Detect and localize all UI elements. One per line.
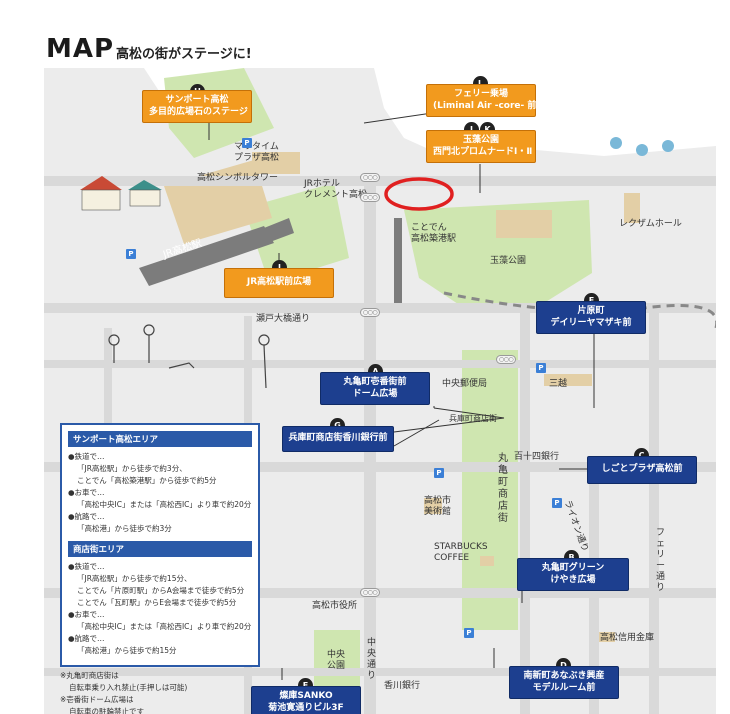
label-hyogomachi: 兵庫町商店街 xyxy=(449,414,497,423)
area1-line: ●航路で… xyxy=(68,512,105,521)
venue-l[interactable]: フェリー乗場 (Liminal Air -core- 前) xyxy=(426,84,541,118)
venue-g[interactable]: 兵庫町商店街香川銀行前 xyxy=(282,426,394,452)
venue-jk[interactable]: 玉藻公園 西門北プロムナードⅠ・Ⅱ xyxy=(426,130,536,164)
area2-title: 商店街エリア xyxy=(68,541,252,557)
page-subtitle: 高松の街がステージに! xyxy=(116,47,252,62)
label-kotoden: ことでん 高松築港駅 xyxy=(411,223,457,244)
area2-line: ●航路で… xyxy=(68,634,105,643)
label-shinkin: 高松信用金庫 xyxy=(600,633,655,643)
venue-d[interactable]: 南新町あなぶき興産 モデルルーム前 xyxy=(509,666,619,700)
label-museum: 高松市 美術館 xyxy=(424,496,452,517)
area2-line: ●お車で… xyxy=(68,610,105,619)
venue-c[interactable]: しごとプラザ高松前 xyxy=(587,456,697,484)
parking-icon: P xyxy=(242,138,252,148)
area2-line: ●鉄道で… xyxy=(68,562,105,571)
label-mitsukoshi: 三越 xyxy=(549,379,568,389)
area1-line: 「JR高松駅」から徒歩で約3分、 xyxy=(77,464,187,473)
parking-icon: P xyxy=(536,363,546,373)
area2-line: 「JR高松駅」から徒歩で約15分、 xyxy=(77,574,192,583)
bus-stop-icon: ○○○ xyxy=(360,173,380,182)
area1-line: 「高松中央IC」または「高松西IC」より車で約20分 xyxy=(77,500,252,509)
label-marugame-street: 丸亀町商店街 xyxy=(498,453,508,524)
venue-i[interactable]: JR高松駅前広場 xyxy=(224,268,334,298)
label-rexam: レクザムホール xyxy=(619,219,682,229)
venue-b[interactable]: 丸亀町グリーン けやき広場 xyxy=(517,558,629,592)
label-jr-hotel: JRホテル クレメント高松 xyxy=(304,179,368,200)
parking-icon: P xyxy=(552,498,562,508)
area1-line: 「高松港」から徒歩で約3分 xyxy=(77,524,172,533)
label-symbol-tower: 高松シンボルタワー xyxy=(197,173,279,183)
label-ferry-street: フェリー通り xyxy=(656,528,666,593)
bus-stop-icon: ○○○ xyxy=(360,308,380,317)
footnote: 自転車の駐輪禁止です xyxy=(69,707,144,714)
label-post-office: 中央郵便局 xyxy=(442,379,488,389)
parking-icon: P xyxy=(464,628,474,638)
venue-e[interactable]: 燦庫SANKO 菊池寛通りビル3F xyxy=(251,686,361,714)
label-kagawa-bank: 香川銀行 xyxy=(384,681,421,691)
venue-h[interactable]: サンポート高松 多目的広場石のステージ xyxy=(142,90,252,124)
footnotes: ※丸亀町商店街は 自転車乗り入れ禁止(手押しは可能) ※壱番街ドーム広場は 自転… xyxy=(60,670,187,714)
label-chuo-dori: 中央通り xyxy=(367,638,377,681)
footnote: ※壱番街ドーム広場は xyxy=(60,695,134,704)
area1-title: サンポート高松エリア xyxy=(68,431,252,447)
area1-line: ●お車で… xyxy=(68,488,105,497)
page-title: MAP xyxy=(46,34,115,64)
venue-a[interactable]: 丸亀町壱番街前 ドーム広場 xyxy=(320,372,430,406)
label-tamamo-park: 玉藻公園 xyxy=(490,256,527,266)
access-info-box: サンポート高松エリア ●鉄道で… 「JR高松駅」から徒歩で約3分、 ことでん「高… xyxy=(60,423,260,667)
label-city-hall: 高松市役所 xyxy=(312,601,358,611)
area1-line: ●鉄道で… xyxy=(68,452,105,461)
area2-line: ことでん「片原町駅」からA会場まで徒歩で約5分 xyxy=(77,586,245,595)
area2-line: ことでん「瓦町駅」からE会場まで徒歩で約5分 xyxy=(77,598,237,607)
label-starbucks: STARBUCKS COFFEE xyxy=(434,542,488,563)
bus-stop-icon: ○○○ xyxy=(360,193,380,202)
bus-stop-icon: ○○○ xyxy=(360,588,380,597)
label-chuo-park: 中央 公園 xyxy=(327,650,346,671)
label-seto-ohashi: 瀬戸大橋通り xyxy=(256,314,311,324)
area2-line: 「高松港」から徒歩で約15分 xyxy=(77,646,177,655)
venue-f[interactable]: 片原町 デイリーヤマザキ前 xyxy=(536,301,646,335)
parking-icon: P xyxy=(126,249,136,259)
parking-icon: P xyxy=(434,468,444,478)
label-hyakujushi: 百十四銀行 xyxy=(514,452,560,462)
label-maritime: マリタイム プラザ高松 xyxy=(234,142,280,163)
bus-stop-icon: ○○○ xyxy=(496,355,516,364)
footnote: 自転車乗り入れ禁止(手押しは可能) xyxy=(69,683,188,692)
area1-line: ことでん「高松築港駅」から徒歩で約5分 xyxy=(77,476,217,485)
area2-line: 「高松中央IC」または「高松西IC」より車で約20分 xyxy=(77,622,252,631)
footnote: ※丸亀町商店街は xyxy=(60,671,119,680)
